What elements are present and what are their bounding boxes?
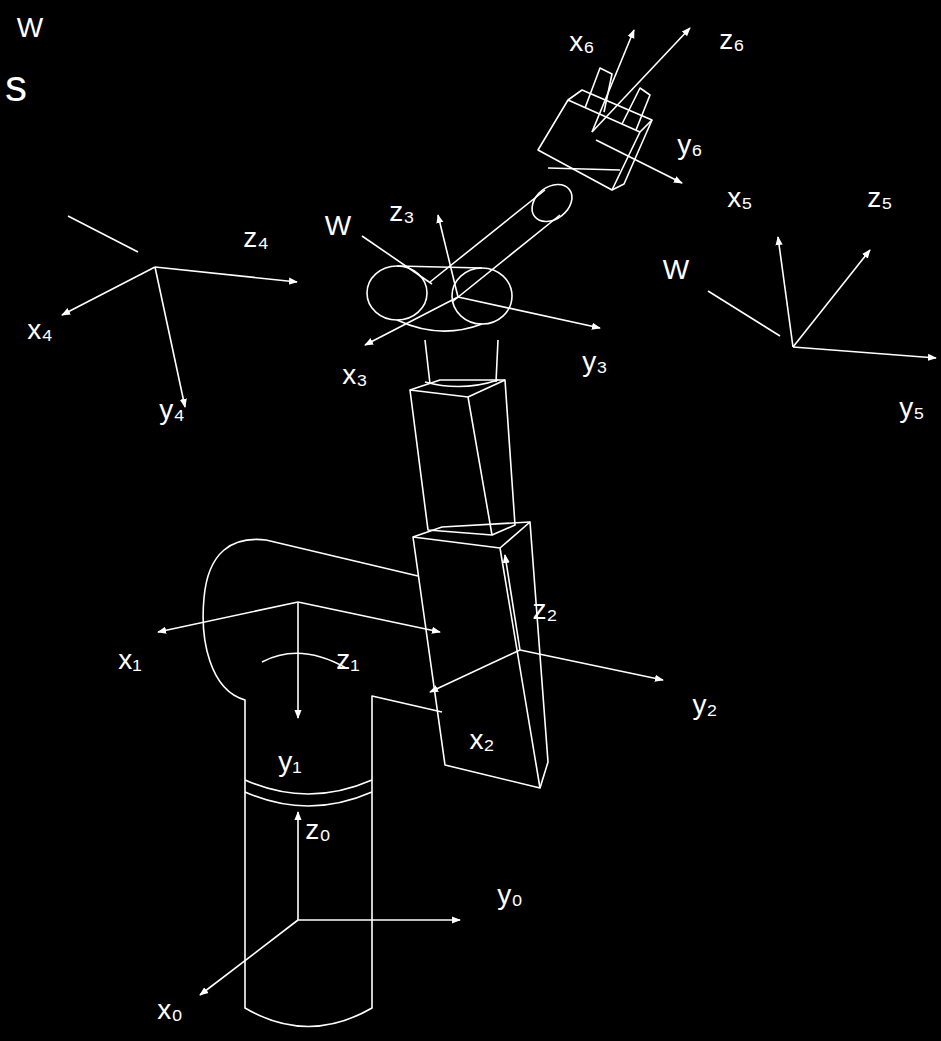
axis-label: z₄ (243, 224, 268, 252)
axis-label: y₄ (159, 396, 184, 424)
axis-label: x₅ (727, 184, 752, 212)
axis-label: y₂ (693, 691, 718, 719)
axis-label: x₃ (342, 361, 367, 389)
axis-label: z₃ (389, 198, 414, 226)
axis-label: y₀ (497, 881, 523, 909)
axis-label: z₂ (533, 596, 558, 624)
axis-label: x₂ (470, 726, 495, 754)
title-fragment: s (5, 64, 27, 108)
axis-label: W (17, 14, 43, 42)
axis-label: z₁ (336, 646, 359, 674)
axis-label: y₆ (677, 131, 702, 159)
axis-label: y₁ (278, 748, 301, 776)
axis-label: z₀ (305, 816, 331, 844)
axis-label: y₅ (899, 394, 924, 422)
axis-label: x₄ (27, 316, 52, 344)
axis-label: x₀ (157, 996, 183, 1024)
axis-label: z₆ (719, 26, 744, 54)
axis-label: W (663, 256, 689, 284)
axis-label: W (325, 212, 351, 240)
axis-label: z₅ (867, 184, 892, 212)
axis-label: x₆ (569, 28, 594, 56)
axis-label: y₃ (582, 348, 607, 376)
axis-label: x₁ (118, 646, 141, 674)
